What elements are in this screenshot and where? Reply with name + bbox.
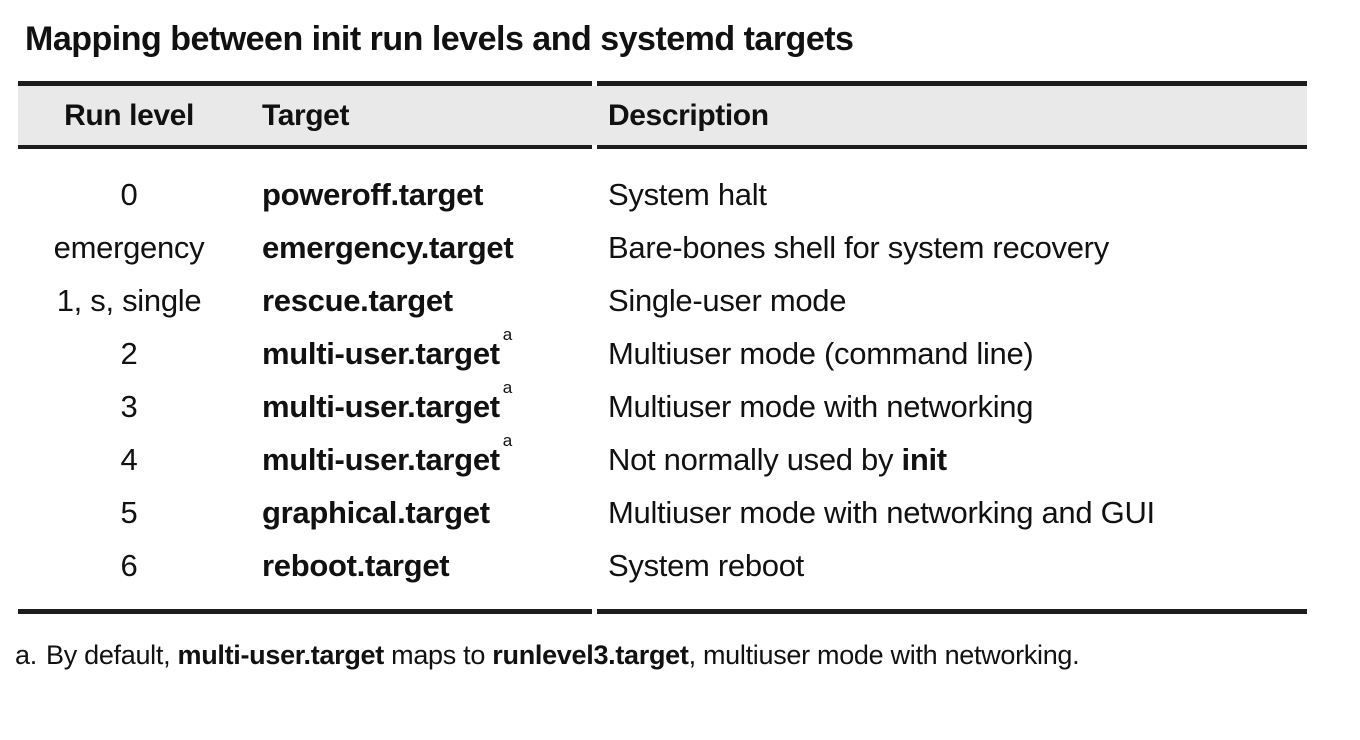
run-level-cell: 2 (120, 335, 138, 371)
footnote-ref: a (502, 431, 512, 451)
target-name: emergency.target (262, 229, 514, 265)
table-row: 3 multi-user.targeta Multiuser mode with… (18, 378, 1307, 433)
target-cell: multi-user.targeta (240, 378, 592, 425)
run-level-cell: 6 (120, 547, 138, 583)
description-text: System halt (608, 176, 767, 212)
footnote-text-after: , multiuser mode with networking. (688, 640, 1080, 670)
run-level-cell: emergency (53, 229, 205, 265)
table-top-rule (18, 81, 1307, 86)
table-row: emergency emergency.target Bare-bones sh… (18, 221, 1307, 274)
target-name: poweroff.target (262, 176, 484, 212)
description-text: Multiuser mode with networking and GUI (608, 494, 1155, 530)
description-text: Single-user mode (608, 282, 847, 318)
description-cell: System reboot (592, 548, 1307, 584)
footnote-bold-1: multi-user.target (177, 640, 384, 670)
table-title: Mapping between init run levels and syst… (25, 20, 854, 58)
footnote-bold-2: runlevel3.target (492, 640, 689, 670)
description-cell: System halt (592, 177, 1307, 213)
runlevel-table: Run level Target Description 0 poweroff.… (18, 81, 1307, 614)
target-name: rescue.target (262, 282, 453, 318)
footnote-text: By default, multi-user.target maps to ru… (46, 640, 1080, 671)
footnote-text-before: By default, (46, 640, 178, 670)
description-text: Multiuser mode with networking (608, 388, 1034, 424)
target-cell: poweroff.target (240, 177, 592, 213)
target-name: multi-user.target (262, 388, 500, 424)
description-text: Not normally used by (608, 441, 902, 477)
table-row: 5 graphical.target Multiuser mode with n… (18, 486, 1307, 539)
table-row: 2 multi-user.targeta Multiuser mode (com… (18, 325, 1307, 380)
footnote-ref: a (502, 325, 512, 345)
target-name: multi-user.target (262, 335, 500, 371)
table-row: 0 poweroff.target System halt (18, 168, 1307, 221)
target-name: reboot.target (262, 547, 450, 583)
run-level-cell: 3 (120, 388, 138, 424)
description-text: System reboot (608, 547, 804, 583)
description-text: Multiuser mode (command line) (608, 335, 1034, 371)
description-cell: Single-user mode (592, 283, 1307, 319)
description-cell: Not normally used by init (592, 442, 1307, 478)
target-cell: emergency.target (240, 230, 592, 266)
header-run-level: Run level (64, 98, 194, 132)
table-row: 1, s, single rescue.target Single-user m… (18, 274, 1307, 327)
footnote-ref: a (502, 378, 512, 398)
target-cell: multi-user.targeta (240, 431, 592, 478)
footnote: a. By default, multi-user.target maps to… (15, 640, 1360, 671)
target-name: graphical.target (262, 494, 490, 530)
header-description: Description (608, 98, 769, 132)
run-level-cell: 0 (120, 176, 138, 212)
table-header-row: Run level Target Description (18, 86, 1307, 145)
target-cell: reboot.target (240, 548, 592, 584)
table-bottom-rule (18, 609, 1307, 614)
description-text: Bare-bones shell for system recovery (608, 229, 1109, 265)
description-cell: Multiuser mode (command line) (592, 336, 1307, 372)
table-row: 4 multi-user.targeta Not normally used b… (18, 431, 1307, 486)
run-level-cell: 4 (120, 441, 138, 477)
table-body: 0 poweroff.target System halt emergency … (18, 149, 1307, 609)
target-name: multi-user.target (262, 441, 500, 477)
table-row: 6 reboot.target System reboot (18, 539, 1307, 592)
run-level-cell: 1, s, single (56, 282, 202, 318)
header-target: Target (262, 98, 350, 132)
target-cell: multi-user.targeta (240, 325, 592, 372)
description-cell: Multiuser mode with networking and GUI (592, 495, 1307, 531)
run-level-cell: 5 (120, 494, 138, 530)
footnote-text-middle: maps to (383, 640, 493, 670)
description-cell: Bare-bones shell for system recovery (592, 230, 1307, 266)
header-bottom-rule (18, 145, 1307, 149)
description-bold: init (901, 441, 948, 477)
target-cell: graphical.target (240, 495, 592, 531)
target-cell: rescue.target (240, 283, 592, 319)
footnote-marker: a. (15, 640, 37, 670)
description-cell: Multiuser mode with networking (592, 389, 1307, 425)
